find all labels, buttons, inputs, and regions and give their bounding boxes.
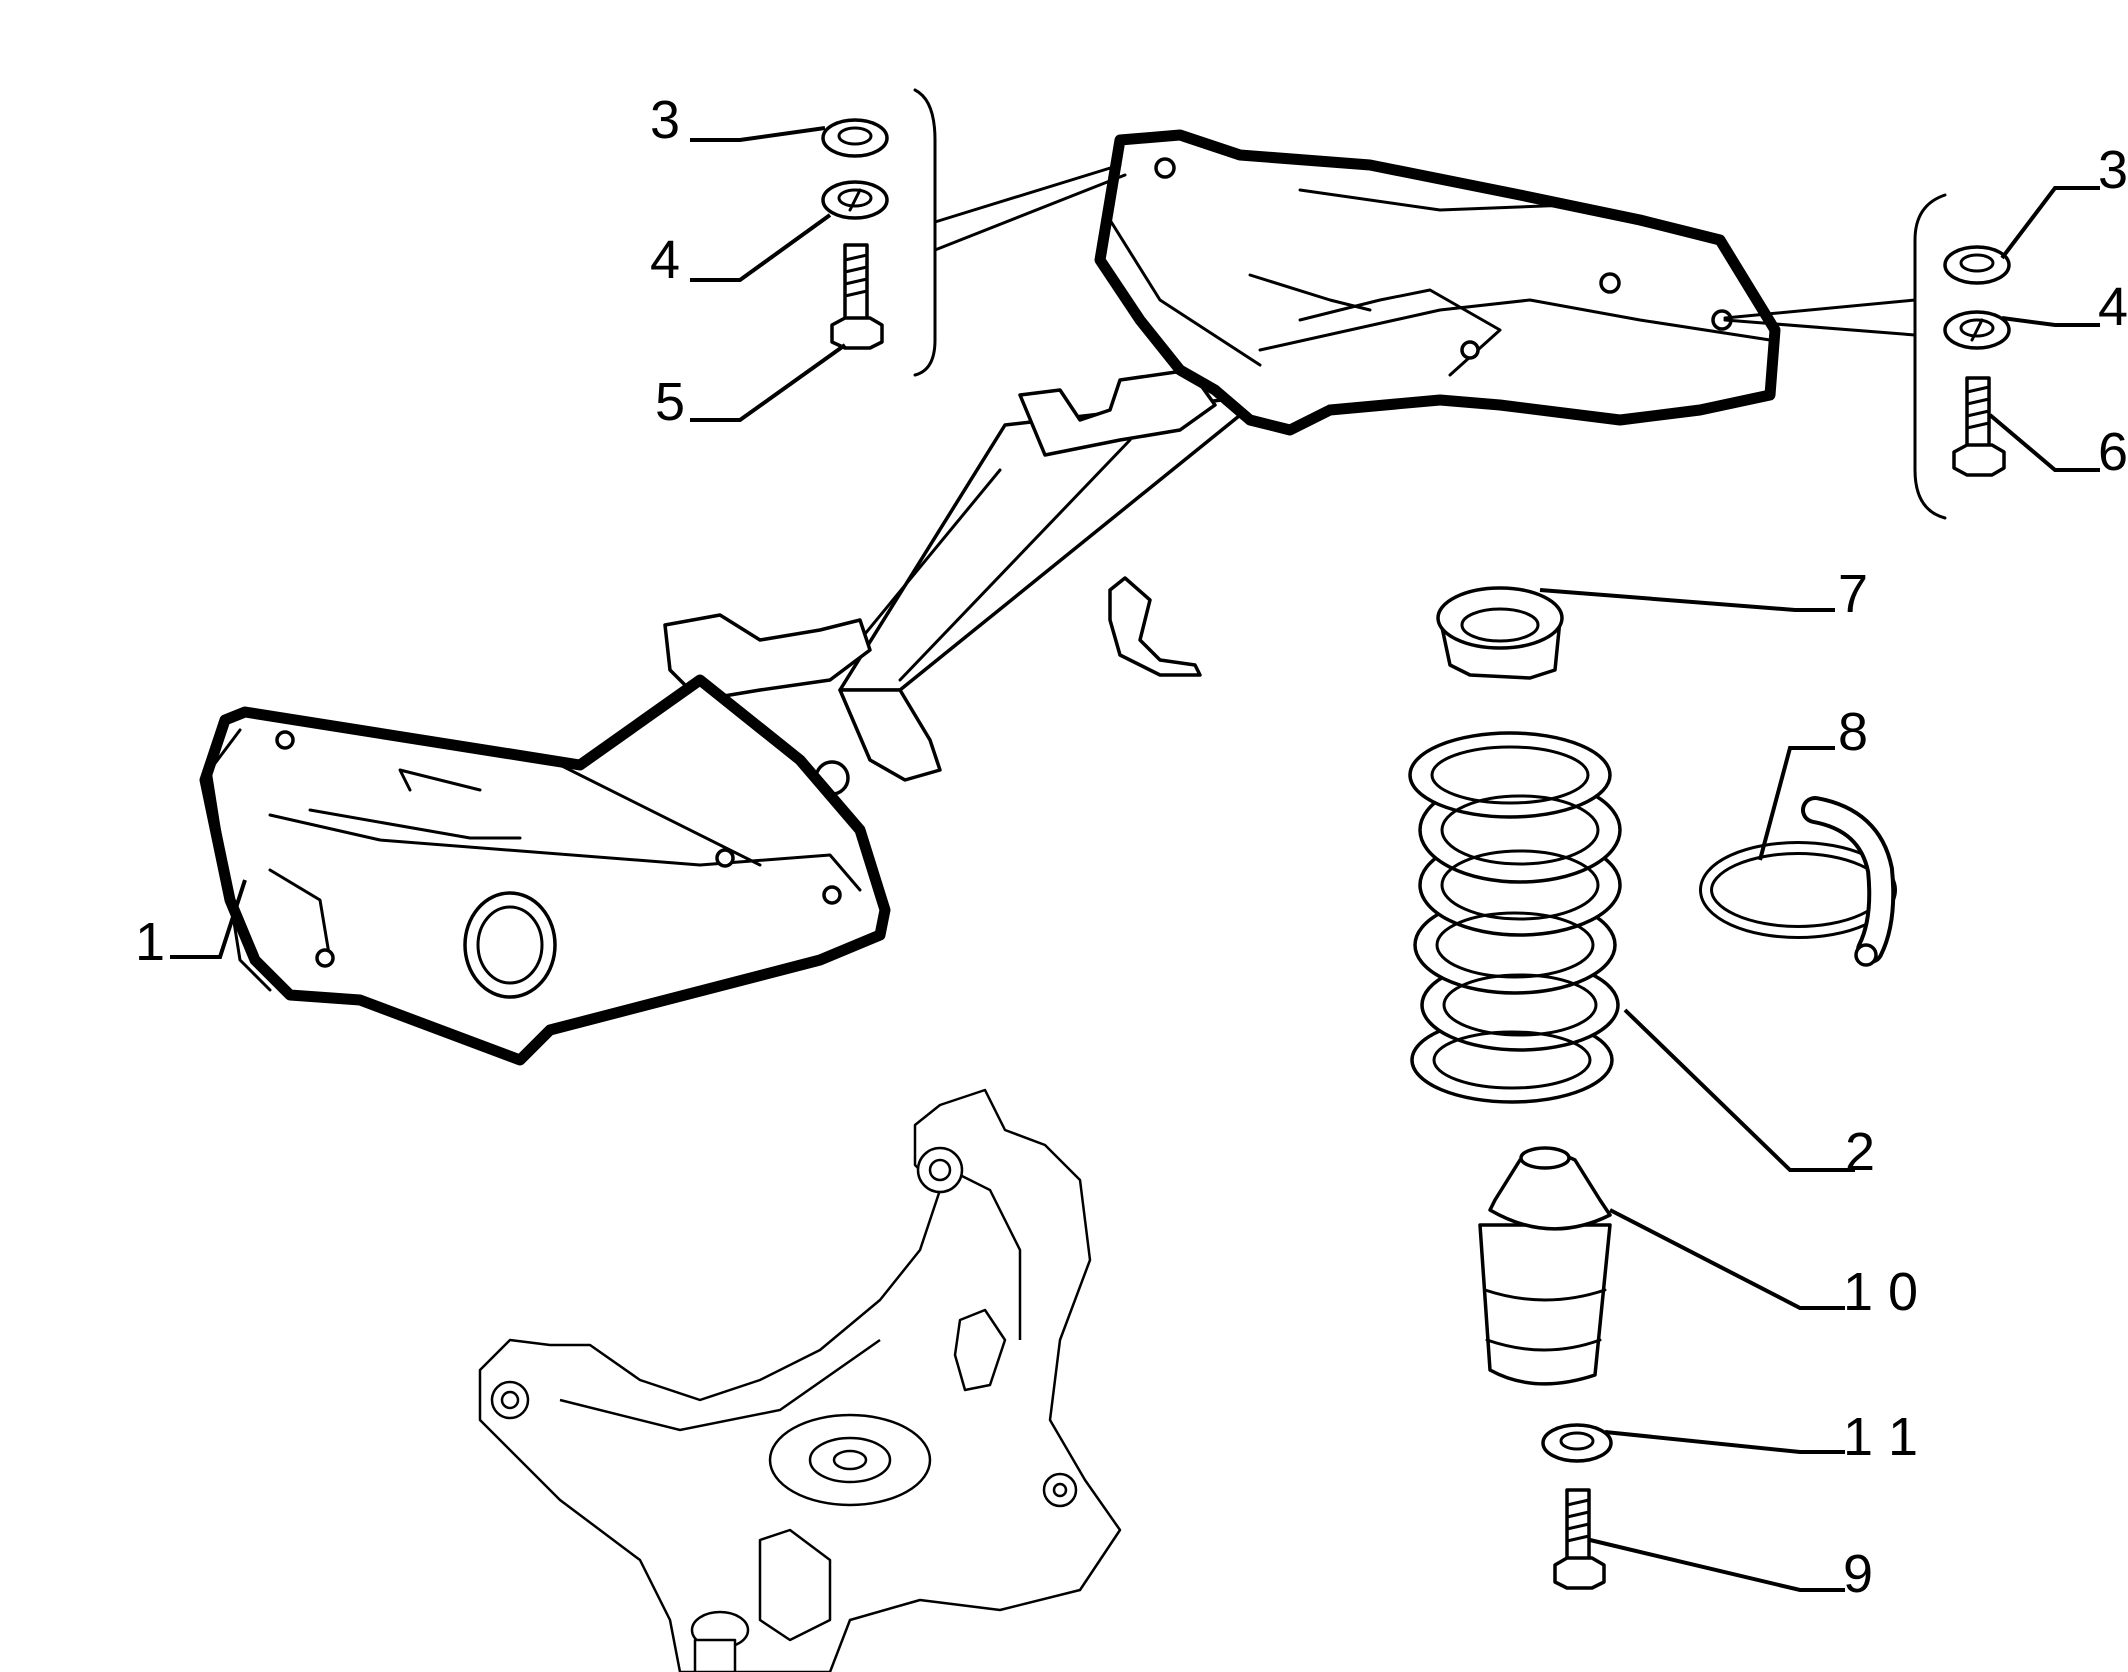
callout-label-2: 2 (1845, 1122, 1875, 1182)
callout-labels: 1 2 3 4 5 3 4 6 7 8 1 0 1 1 9 (135, 90, 2128, 1604)
bracket-brace (913, 88, 937, 377)
crossmember-left-pad (199, 674, 891, 1066)
washer-icon (1943, 245, 2011, 285)
hardware-right-group (1723, 193, 2011, 520)
crossmember-hook (1108, 576, 1202, 677)
callout-label-10: 1 0 (1843, 1262, 1918, 1322)
crossmember-right-pad (1094, 129, 1781, 436)
crossmember-mount-tab (838, 688, 942, 782)
callout-label-11: 1 1 (1843, 1407, 1918, 1467)
leader-lines (170, 126, 2100, 1592)
bracket-brace (1913, 193, 1947, 520)
callout-label-7: 7 (1838, 564, 1868, 624)
callout-label-5: 5 (655, 372, 685, 432)
callout-label-3-left: 3 (650, 90, 680, 150)
callout-label-4-left: 4 (650, 230, 680, 290)
washer-icon (821, 118, 889, 158)
spring-insulator-part (1699, 796, 1897, 967)
spring-seat-part (1436, 586, 1564, 680)
washer-11-icon (1541, 1423, 1613, 1463)
ghost-control-arm (478, 1088, 1122, 1672)
bolt-9-icon (1553, 1488, 1606, 1590)
callout-label-3-right: 3 (2098, 140, 2128, 200)
callout-label-4-right: 4 (2098, 277, 2128, 337)
callout-label-1: 1 (135, 912, 165, 972)
crossmember-part (199, 129, 1781, 1066)
callout-label-8: 8 (1838, 702, 1868, 762)
callout-label-6: 6 (2098, 422, 2128, 482)
coil-spring-part (1408, 731, 1622, 1104)
bump-stop-part (1478, 1146, 1612, 1386)
hardware-left-group (821, 88, 1127, 377)
callout-label-9: 9 (1843, 1544, 1873, 1604)
